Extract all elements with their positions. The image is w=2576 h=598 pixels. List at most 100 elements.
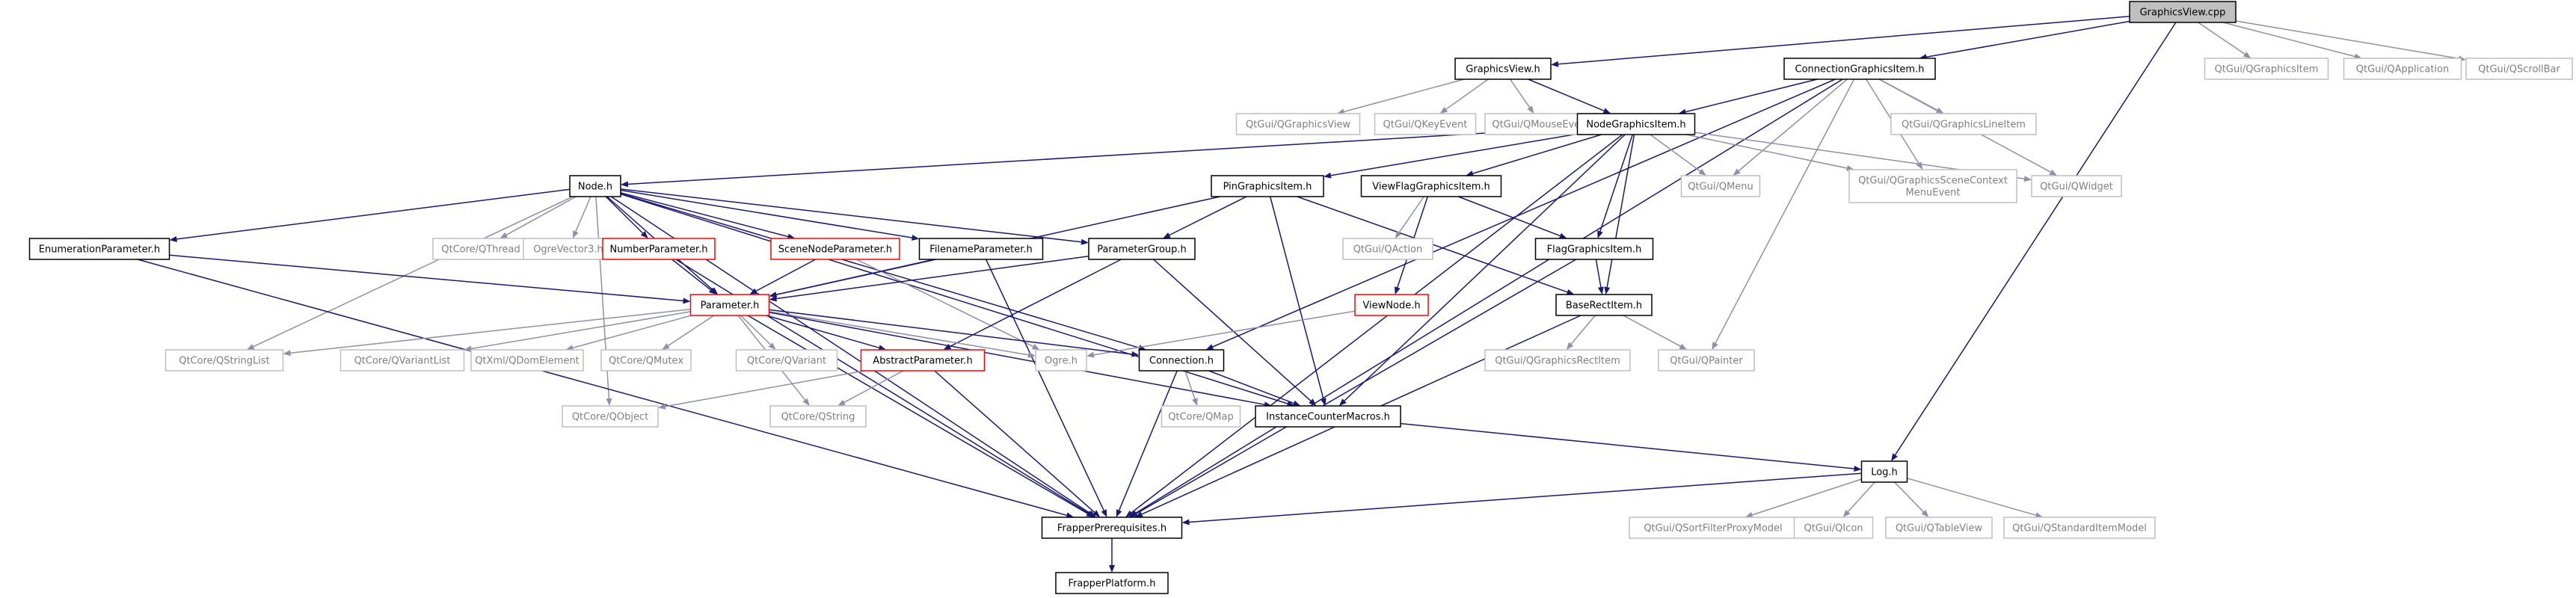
arrowhead: [1092, 510, 1101, 517]
arrowhead: [912, 235, 920, 241]
node-qtgui-qgraphicsrectitem[interactable]: QtGui/QGraphicsRectItem: [1484, 349, 1631, 372]
node-box: [1484, 349, 1631, 372]
node-box: [1354, 294, 1429, 316]
arrowhead: [1205, 344, 1214, 350]
node-graphicsview-cpp[interactable]: GraphicsView.cpp: [2129, 1, 2237, 23]
node-box: [470, 349, 584, 372]
edge-log-h-to-qtgui-qicon: [1847, 481, 1875, 513]
edge-parametergroup-h-to-parameter-h: [776, 255, 1089, 300]
node-qtgui-qmenu[interactable]: QtGui/QMenu: [1680, 175, 1761, 197]
node-label: QtCore/QMutex: [609, 356, 683, 367]
edge-parameter-h-to-frapperprerequisites-h: [747, 315, 1088, 514]
node-ogre-h[interactable]: Ogre.h: [1035, 349, 1087, 372]
node-box: [1138, 349, 1225, 372]
node-graphicsview-h[interactable]: GraphicsView.h: [1454, 58, 1552, 80]
node-qtcore-qthread[interactable]: QtCore/QThread: [432, 238, 529, 260]
node-box: [2129, 1, 2237, 23]
node-ogrevector3-h[interactable]: OgreVector3.h: [523, 238, 614, 260]
edge-connectiongraphicsitem-h-to-connection-h: [1212, 78, 1836, 348]
node-box: [1629, 517, 1798, 539]
node-qtgui-qwidget[interactable]: QtGui/QWidget: [2031, 175, 2122, 197]
arrowhead: [878, 345, 887, 351]
arrowhead: [708, 287, 717, 295]
edge-parameter-h-to-qtcore-qmutex: [668, 315, 715, 347]
node-parametergroup-h[interactable]: ParameterGroup.h: [1088, 238, 1196, 260]
node-filenameparameter-h[interactable]: FilenameParameter.h: [918, 238, 1044, 260]
node-qtgui-qscrollbar[interactable]: QtGui/QScrollBar: [2465, 58, 2573, 80]
edge-log-h-to-qtgui-qtableview: [1894, 481, 1924, 513]
node-numberparameter-h[interactable]: NumberParameter.h: [602, 238, 716, 260]
arrowhead: [1134, 511, 1143, 517]
node-abstractparameter-h[interactable]: AbstractParameter.h: [860, 349, 986, 372]
node-qtcore-qmutex[interactable]: QtCore/QMutex: [600, 349, 692, 372]
node-label: AbstractParameter.h: [873, 356, 972, 367]
arrowhead: [1109, 565, 1115, 573]
arrowhead: [1712, 342, 1718, 350]
node-box: [2465, 58, 2573, 80]
node-qtgui-qstandarditemmodel[interactable]: QtGui/QStandardItemModel: [2003, 517, 2156, 539]
node-instancecountermacros-h[interactable]: InstanceCounterMacros.h: [1255, 405, 1401, 428]
edge-parameter-h-to-instancecountermacros-h: [769, 312, 1265, 405]
node-qtgui-qapplication[interactable]: QtGui/QApplication: [2343, 58, 2462, 80]
node-frapperprerequisites-h[interactable]: FrapperPrerequisites.h: [1041, 517, 1183, 539]
node-pingraphicsitem-h[interactable]: PinGraphicsItem.h: [1211, 175, 1324, 197]
node-nodegraphicsitem-h[interactable]: NodeGraphicsItem.h: [1576, 113, 1696, 135]
node-label: QtXml/QDomElement: [475, 356, 580, 367]
node-label: QtGui/QPainter: [1670, 356, 1743, 367]
node-viewflaggraphicsitem-h[interactable]: ViewFlagGraphicsItem.h: [1360, 175, 1502, 197]
arrowhead: [2049, 169, 2058, 176]
edge-connection-h-to-qtcore-qmap: [1184, 370, 1196, 399]
edge-parameter-h-to-qtcore-qvariantlist: [471, 311, 691, 350]
edge-nodegraphicsitem-h-to-node-h: [627, 126, 1578, 185]
arrowhead: [1558, 232, 1567, 239]
node-qtcore-qmap[interactable]: QtCore/QMap: [1161, 405, 1241, 428]
node-connectiongraphicsitem-h[interactable]: ConnectionGraphicsItem.h: [1783, 58, 1936, 80]
arrowhead: [1324, 172, 1332, 179]
arrowhead: [246, 344, 255, 350]
node-qtgui-qgraphicsitem[interactable]: QtGui/QGraphicsItem: [2204, 58, 2329, 80]
node-label: SceneNodeParameter.h: [778, 244, 892, 256]
node-box: [569, 175, 621, 197]
node-qtcore-qvariantlist[interactable]: QtCore/QVariantList: [339, 349, 465, 372]
node-box: [602, 238, 716, 260]
node-box: [1534, 238, 1654, 260]
arrowhead: [658, 403, 666, 410]
node-parameter-h[interactable]: Parameter.h: [689, 294, 770, 316]
node-qtcore-qvariant[interactable]: QtCore/QVariant: [735, 349, 838, 372]
node-frapperplatform-h[interactable]: FrapperPlatform.h: [1055, 572, 1169, 594]
edge-nodegraphicsitem-h-to-qtgui-qmenu: [1650, 134, 1701, 172]
arrowhead: [640, 231, 648, 238]
node-label: EnumerationParameter.h: [39, 244, 160, 256]
node-qtxml-qdomelement[interactable]: QtXml/QDomElement: [470, 349, 584, 372]
node-enumerationparameter-h[interactable]: EnumerationParameter.h: [28, 238, 170, 260]
edge-graphicsview-h-to-qtgui-qgraphicsview: [1344, 78, 1465, 113]
edge-graphicsview-cpp-to-log-h: [1894, 22, 2177, 456]
node-qtgui-qsortfilterproxymodel[interactable]: QtGui/QSortFilterProxyModel: [1629, 517, 1798, 539]
node-qtgui-qgraphicsview[interactable]: QtGui/QGraphicsView: [1235, 113, 1361, 135]
node-label: QtGui/QMouseEvent: [1492, 120, 1590, 131]
node-node-h[interactable]: Node.h: [569, 175, 621, 197]
arrowhead: [1131, 351, 1140, 357]
node-connection-h[interactable]: Connection.h: [1138, 349, 1225, 372]
arrowhead: [2243, 52, 2251, 58]
edge-parameter-h-to-ogre-h: [769, 311, 1029, 356]
node-qtcore-qstringlist[interactable]: QtCore/QStringList: [165, 349, 284, 372]
node-qtgui-qtableview[interactable]: QtGui/QTableView: [1885, 517, 1993, 539]
node-scenenodeparameter-h[interactable]: SceneNodeParameter.h: [770, 238, 900, 260]
node-qtgui-qaction[interactable]: QtGui/QAction: [1342, 238, 1433, 260]
edge-nodegraphicsitem-h-to-qtgui-qgraphicsscenecontextmenuevent: [1685, 134, 1848, 169]
node-qtcore-qobject[interactable]: QtCore/QObject: [562, 405, 659, 428]
node-flaggraphicsitem-h[interactable]: FlagGraphicsItem.h: [1534, 238, 1654, 260]
node-qtgui-qpainter[interactable]: QtGui/QPainter: [1658, 349, 1755, 372]
node-viewnode-h[interactable]: ViewNode.h: [1354, 294, 1429, 316]
node-qtgui-qicon[interactable]: QtGui/QIcon: [1793, 517, 1874, 539]
edge-nodegraphicsitem-h-to-baserectitem-h: [1606, 134, 1635, 288]
edge-node-h-to-ogrevector3-h: [575, 196, 591, 232]
node-qtgui-qgraphicslineitem[interactable]: QtGui/QGraphicsLineItem: [1890, 113, 2037, 135]
node-qtcore-qstring[interactable]: QtCore/QString: [769, 405, 867, 428]
node-log-h[interactable]: Log.h: [1860, 460, 1908, 483]
node-baserectitem-h[interactable]: BaseRectItem.h: [1555, 294, 1653, 316]
node-qtgui-qkeyevent[interactable]: QtGui/QKeyEvent: [1374, 113, 1477, 135]
